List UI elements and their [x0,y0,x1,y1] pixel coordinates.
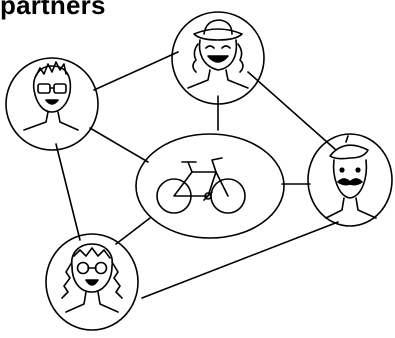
node-person-beret-mustache [307,133,393,227]
edge-hub-bottom [115,217,151,245]
node-person-braids-glasses [45,233,139,331]
person-icon [61,243,123,313]
edge-hub-topleft [89,127,149,163]
hub-node [135,133,285,239]
connection-lines [55,51,339,299]
person-icon [325,135,377,219]
node-person-hat [171,11,265,105]
node-person-glasses-spiky-hair [5,57,99,151]
edge-top-right [247,71,337,151]
node-ellipse [45,233,139,331]
page-title: partners [0,0,106,20]
node-ellipse [5,57,99,151]
node-ellipse [307,133,393,227]
person-icon [23,61,79,131]
hub-ellipse [135,133,285,239]
node-ellipse [171,11,265,105]
person-icon [187,19,249,89]
edge-topleft-top [93,51,179,91]
edge-bottom-topleft [55,143,81,241]
edge-right-bottom [141,221,339,299]
bicycle-icon [156,157,246,214]
